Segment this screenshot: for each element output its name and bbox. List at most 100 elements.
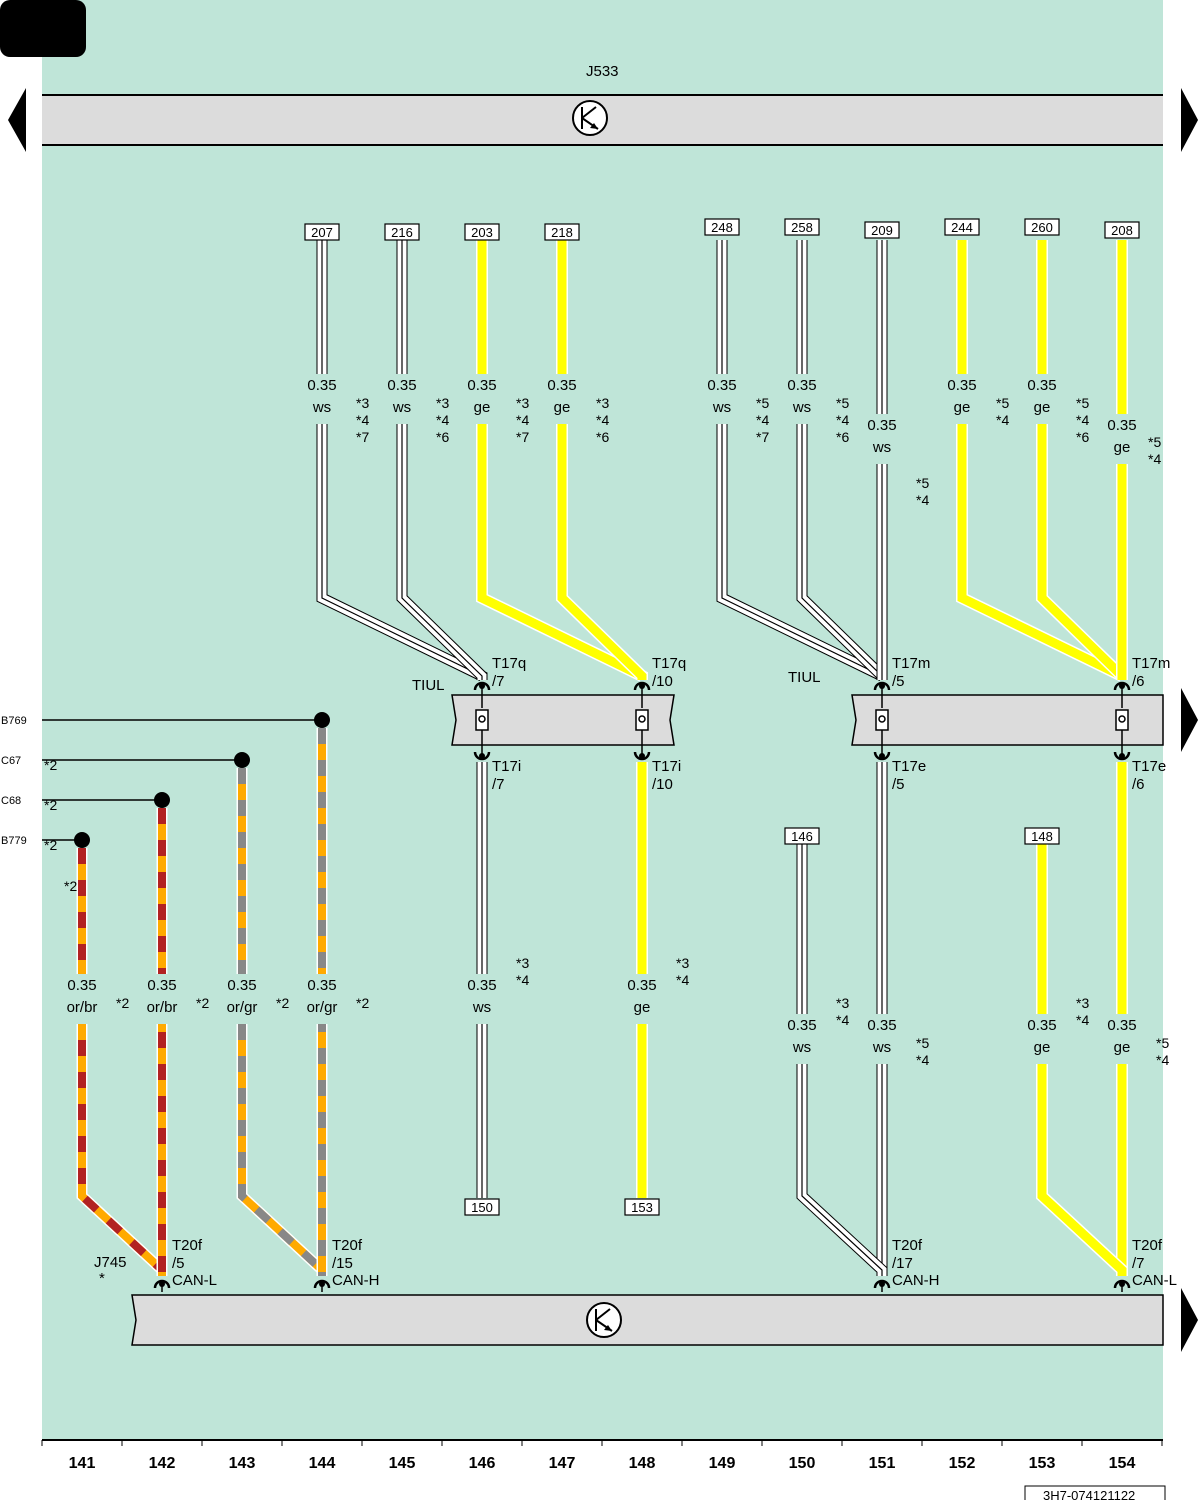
wire-label-gap: [780, 374, 824, 424]
can-wire-1-size: 0.35: [147, 977, 176, 994]
unit-label-j745: J745: [94, 1254, 127, 1271]
top-wire-218-note-1: *4: [596, 412, 609, 428]
tiul-label-right: TIUL: [788, 669, 821, 686]
bottom-pin-signal-0: CAN-L: [172, 1272, 217, 1289]
column-number-142: 142: [149, 1455, 176, 1472]
junction-dot-icon: [154, 792, 170, 808]
connector-bottom-pin-1: /10: [652, 776, 673, 793]
mid-wire-2-size: 0.35: [867, 1017, 896, 1034]
top-wire-258-note-2: *6: [836, 429, 849, 445]
top-wire-203-size: 0.35: [467, 377, 496, 394]
prev-page-arrow-icon[interactable]: [8, 88, 26, 152]
top-wire-258-color: ws: [792, 399, 811, 416]
mid-wire-0-size: 0.35: [467, 977, 496, 994]
ref-153: 153: [631, 1200, 653, 1215]
connector-top-name-3: T17m: [1132, 655, 1170, 672]
tiul-block-left: [451, 694, 675, 746]
top-wire-207-size: 0.35: [307, 377, 336, 394]
top-wire-218-size: 0.35: [547, 377, 576, 394]
wire-label-gap: [460, 374, 504, 424]
wire-label-gap: [940, 374, 984, 424]
bottom-pin-conn-2: T20f: [892, 1237, 923, 1254]
ref-248: 248: [711, 220, 733, 235]
ref-148-box: [1024, 827, 1060, 845]
column-number-153: 153: [1029, 1455, 1056, 1472]
control-unit-j533: [42, 94, 1163, 146]
column-number-147: 147: [549, 1455, 576, 1472]
splice-icon: [1115, 709, 1129, 731]
column-number-148: 148: [629, 1455, 656, 1472]
connector-bottom-name-2: T17e: [892, 758, 926, 775]
splice-icon: [475, 709, 489, 731]
bottom-pin-conn-3: T20f: [1132, 1237, 1163, 1254]
top-wire-207-note-1: *4: [356, 412, 369, 428]
mid-wire-2-note-1: *4: [916, 1052, 929, 1068]
splice-dot-icon: [1118, 715, 1126, 723]
top-wire-216-note-1: *4: [436, 412, 449, 428]
top-wire-207-note-2: *7: [356, 429, 369, 445]
top-wire-244-size: 0.35: [947, 377, 976, 394]
top-wire-260-note-2: *6: [1076, 429, 1089, 445]
ref-209: 209: [871, 223, 893, 238]
mid-wire-1-note-1: *4: [676, 972, 689, 988]
page-tab-marker: [0, 0, 86, 57]
top-wire-258-size: 0.35: [787, 377, 816, 394]
top-wire-258-note-0: *5: [836, 395, 849, 411]
top-wire-216-size: 0.35: [387, 377, 416, 394]
bottom-pin-signal-3: CAN-L: [1132, 1272, 1177, 1289]
mid-wire-1-size: 0.35: [627, 977, 656, 994]
can-wire-3-color: or/gr: [307, 999, 338, 1016]
junction-dot-icon: [74, 832, 90, 848]
splice-dot-icon: [878, 715, 886, 723]
left-ref-C67: C67: [1, 755, 21, 767]
wire-label-gap: [300, 974, 344, 1024]
top-wire-209-note-0: *5: [916, 475, 929, 491]
top-wire-244-note-0: *5: [996, 395, 1009, 411]
bottom-pin-num-1: /15: [332, 1255, 353, 1272]
connector-pin-top-1: [633, 681, 651, 691]
branch-wire-148-color: ge: [1034, 1039, 1051, 1056]
splice-dot-icon: [478, 715, 486, 723]
ref-153-box: [624, 1198, 660, 1216]
continue-right-arrow-icon-bottom[interactable]: [1181, 1288, 1198, 1352]
ref-208: 208: [1111, 223, 1133, 238]
ref-218: 218: [551, 225, 573, 240]
ref-216: 216: [391, 225, 413, 240]
mid-wire-0-note-0: *3: [516, 955, 529, 971]
unit-label-j533: J533: [586, 63, 619, 80]
can-wire-2-color: or/gr: [227, 999, 258, 1016]
left-ref-C68: C68: [1, 795, 21, 807]
wire-label-gap: [540, 374, 584, 424]
ref-150: 150: [471, 1200, 493, 1215]
wire-label-gap: [300, 374, 344, 424]
splice-dot-icon: [638, 715, 646, 723]
bottom-pin-conn-0: T20f: [172, 1237, 203, 1254]
junction-dot-icon: [234, 752, 250, 768]
top-wire-208-note-0: *5: [1148, 434, 1161, 450]
wire-label-gap: [1020, 374, 1064, 424]
next-page-arrow-icon[interactable]: [1181, 88, 1198, 152]
wire-label-gap: [460, 974, 504, 1024]
continue-right-arrow-icon[interactable]: [1181, 688, 1198, 752]
mid-wire-3-size: 0.35: [1107, 1017, 1136, 1034]
top-wire-260-size: 0.35: [1027, 377, 1056, 394]
bottom-pin-3: [1113, 1279, 1131, 1289]
can-wire-0-color: or/br: [67, 999, 98, 1016]
labels-layer: 0.35ws207*3*4*70.35ws216*3*4*60.35ge203*…: [1, 218, 1177, 1289]
ref-203-box: [464, 223, 500, 241]
mid-wire-1-note-0: *3: [676, 955, 689, 971]
top-wire-203-note-2: *7: [516, 429, 529, 445]
connector-bottom-pin-3: /6: [1132, 776, 1145, 793]
wire-label-gap: [1100, 1014, 1144, 1064]
column-number-154: 154: [1109, 1455, 1136, 1472]
ref-218-box: [544, 223, 580, 241]
can-wire-2-size: 0.35: [227, 977, 256, 994]
wire-label-gap: [860, 1014, 904, 1064]
wire-label-gap: [860, 414, 904, 464]
column-number-145: 145: [389, 1455, 416, 1472]
ref-244-box: [944, 218, 980, 236]
top-wire-244-color: ge: [954, 399, 971, 416]
bottom-pin-num-0: /5: [172, 1255, 185, 1272]
wire-label-gap: [220, 974, 264, 1024]
